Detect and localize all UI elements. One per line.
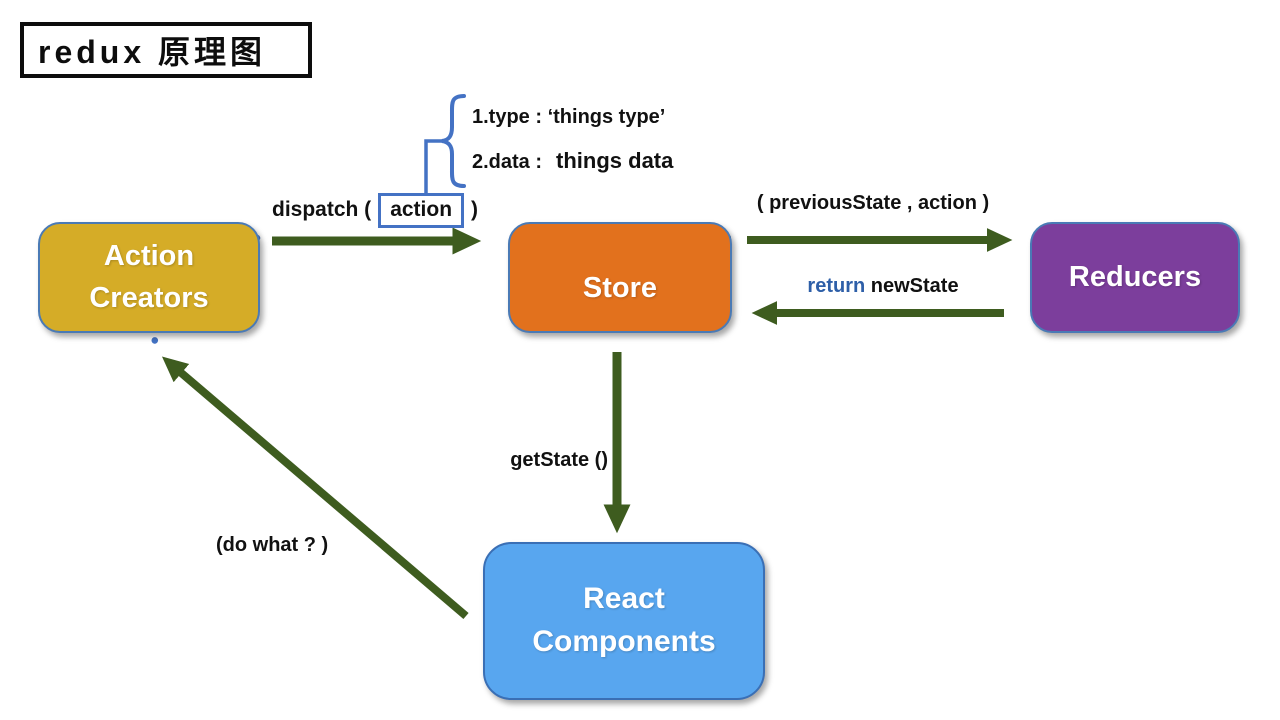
return-keyword: return xyxy=(807,275,866,297)
return-newstate-label: return newState xyxy=(775,275,991,298)
react-components-label-line1: React xyxy=(583,582,665,616)
brace-to-action-connector xyxy=(424,139,442,195)
action-object-brace xyxy=(441,94,466,188)
previous-state-label: ( previousState , action ) xyxy=(756,192,990,214)
do-what-arrow xyxy=(161,356,469,620)
get-state-label: getState () xyxy=(510,449,608,471)
action-data-annotation: 2.data : things data xyxy=(472,148,673,174)
store-label: Store xyxy=(582,271,658,304)
action-data-value: things data xyxy=(556,148,674,173)
dispatch-suffix: ) xyxy=(471,198,479,221)
diagram-title-box: redux 原理图 xyxy=(20,22,312,78)
action-data-label: 2.data : xyxy=(472,151,543,173)
react-components-label-line2: Components xyxy=(532,625,716,658)
reducers-node: Reducers xyxy=(1030,222,1240,333)
action-creators-node: Action Creators xyxy=(38,222,260,333)
action-creators-label-line2: Creators xyxy=(89,281,209,314)
dispatch-label: dispatch ( action ) xyxy=(272,192,478,228)
newstate-text: newState xyxy=(865,275,959,297)
dispatch-prefix: dispatch ( xyxy=(272,198,372,221)
react-components-node: React Components xyxy=(483,542,765,700)
action-chip: action xyxy=(378,192,465,228)
diagram-title: redux 原理图 xyxy=(38,34,267,70)
store-node: Store xyxy=(508,222,732,333)
action-creators-label-line1: Action xyxy=(103,240,195,273)
do-what-label: (do what ? ) xyxy=(216,534,329,556)
action-type-annotation: 1.type : ‘things type’ xyxy=(472,106,666,128)
reducers-label: Reducers xyxy=(1068,260,1202,293)
